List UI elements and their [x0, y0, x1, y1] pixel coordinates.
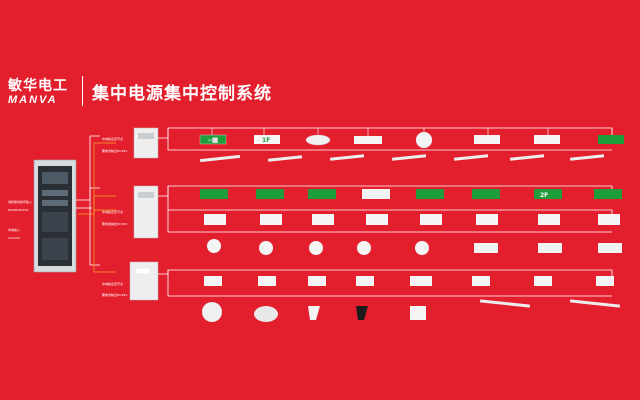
row3-sign-7	[534, 276, 552, 286]
power-box-2: 市电输出至节点 蓄电池输出DC36V	[102, 185, 159, 239]
box3-label-2: 蓄电池输出DC36V	[102, 292, 128, 297]
box1-label-1: 市电输出至节点	[102, 136, 123, 141]
row3-sign-5	[410, 276, 432, 286]
floor-marker-8	[598, 243, 622, 253]
row2b-sign-4	[366, 214, 388, 225]
trunk-wiring	[76, 135, 100, 266]
row3-sign-2	[258, 276, 276, 286]
row2b-sign-7	[538, 214, 560, 225]
floor-marker-5	[415, 241, 429, 255]
row2b-sign-8	[598, 214, 620, 225]
tube-light-6	[509, 154, 545, 161]
ceiling-lamp-1	[415, 131, 433, 149]
tube-light-4	[391, 154, 427, 161]
brand-name-en: MANVA	[8, 94, 58, 106]
twin-emergency-lamp	[410, 306, 426, 320]
tube-light-7	[569, 154, 605, 161]
row3-sign-8	[596, 276, 614, 286]
box2-label-2: 蓄电池输出DC36V	[102, 221, 128, 226]
row2b-sign-6	[476, 214, 498, 225]
row2b-sign-5	[420, 214, 442, 225]
row3-sign-4	[356, 276, 374, 286]
cabinet-label-3: 市电输入	[8, 227, 20, 232]
row1-drops	[211, 128, 613, 136]
exit-sign-white-3	[534, 135, 560, 144]
row3-sign-1	[204, 276, 222, 286]
exit-sign-white-1	[354, 136, 382, 144]
row2-sign-6	[472, 189, 500, 199]
row2-sign-1	[200, 189, 228, 199]
row2-sign-7	[534, 189, 562, 199]
tube-light-2	[267, 155, 303, 162]
tube-light-3	[329, 154, 365, 161]
trunk-wiring-orange	[78, 142, 116, 273]
tube-light-5	[453, 154, 489, 161]
control-cabinet: 消防联动信号输入 RS485/RS232 市电输入 AC220V	[8, 159, 77, 273]
row2b-sign-3	[312, 214, 334, 225]
power-box-1: 市电输出至节点 蓄电池输出DC36V	[102, 127, 159, 159]
spotlight-white	[308, 306, 320, 320]
row2b-sign-2	[260, 214, 282, 225]
tube-light-1	[200, 154, 241, 163]
spotlight-black	[356, 306, 368, 320]
box2-label-1: 市电输出至节点	[102, 209, 123, 214]
cabinet-label-4: AC220V	[8, 236, 21, 240]
floor-marker-2	[259, 241, 273, 255]
row2b-sign-1	[204, 214, 226, 225]
row2-sign-3	[308, 189, 336, 199]
cabinet-label-1: 消防联动信号输入	[8, 199, 32, 204]
row2-sign-4	[362, 189, 390, 199]
page-title: 集中电源集中控制系统	[92, 84, 272, 104]
title-divider	[82, 76, 83, 106]
box3-label-1: 市电输出至节点	[102, 281, 123, 286]
row3-sign-6	[472, 276, 490, 286]
exit-sign-white-2	[474, 135, 500, 144]
row2-devices: 2F	[200, 189, 622, 255]
brand-name-cn: 敏华电工	[8, 78, 68, 94]
floor-marker-7	[538, 243, 562, 253]
downlight-1	[305, 134, 331, 146]
row1-exit-sign: ⇦⬜	[208, 137, 218, 144]
downlight-2	[254, 306, 278, 322]
branch-buses	[158, 127, 613, 297]
tube-light-8	[479, 299, 530, 308]
floor-marker-4	[357, 241, 371, 255]
row3-sign-3	[308, 276, 326, 286]
box1-label-2: 蓄电池输出DC36V	[102, 148, 128, 153]
row3-devices	[202, 276, 620, 322]
tube-light-9	[569, 299, 620, 308]
exit-sign-green-end	[598, 135, 624, 144]
ceiling-lamp-2	[202, 302, 222, 322]
floor-sign-1f: 1F	[262, 137, 270, 144]
floor-marker-3	[309, 241, 323, 255]
floor-marker-6	[474, 243, 498, 253]
cabinet-label-2: RS485/RS232	[8, 208, 29, 212]
floor-sign-2f: 2F	[540, 192, 548, 199]
row2-sign-2	[256, 189, 284, 199]
floor-marker-1	[207, 239, 221, 253]
row2-sign-8	[594, 189, 622, 199]
power-box-3: 市电输出至节点 蓄电池输出DC36V	[102, 261, 159, 301]
row1-devices: ⇦⬜ 1F	[199, 131, 624, 163]
row2-sign-5	[416, 189, 444, 199]
